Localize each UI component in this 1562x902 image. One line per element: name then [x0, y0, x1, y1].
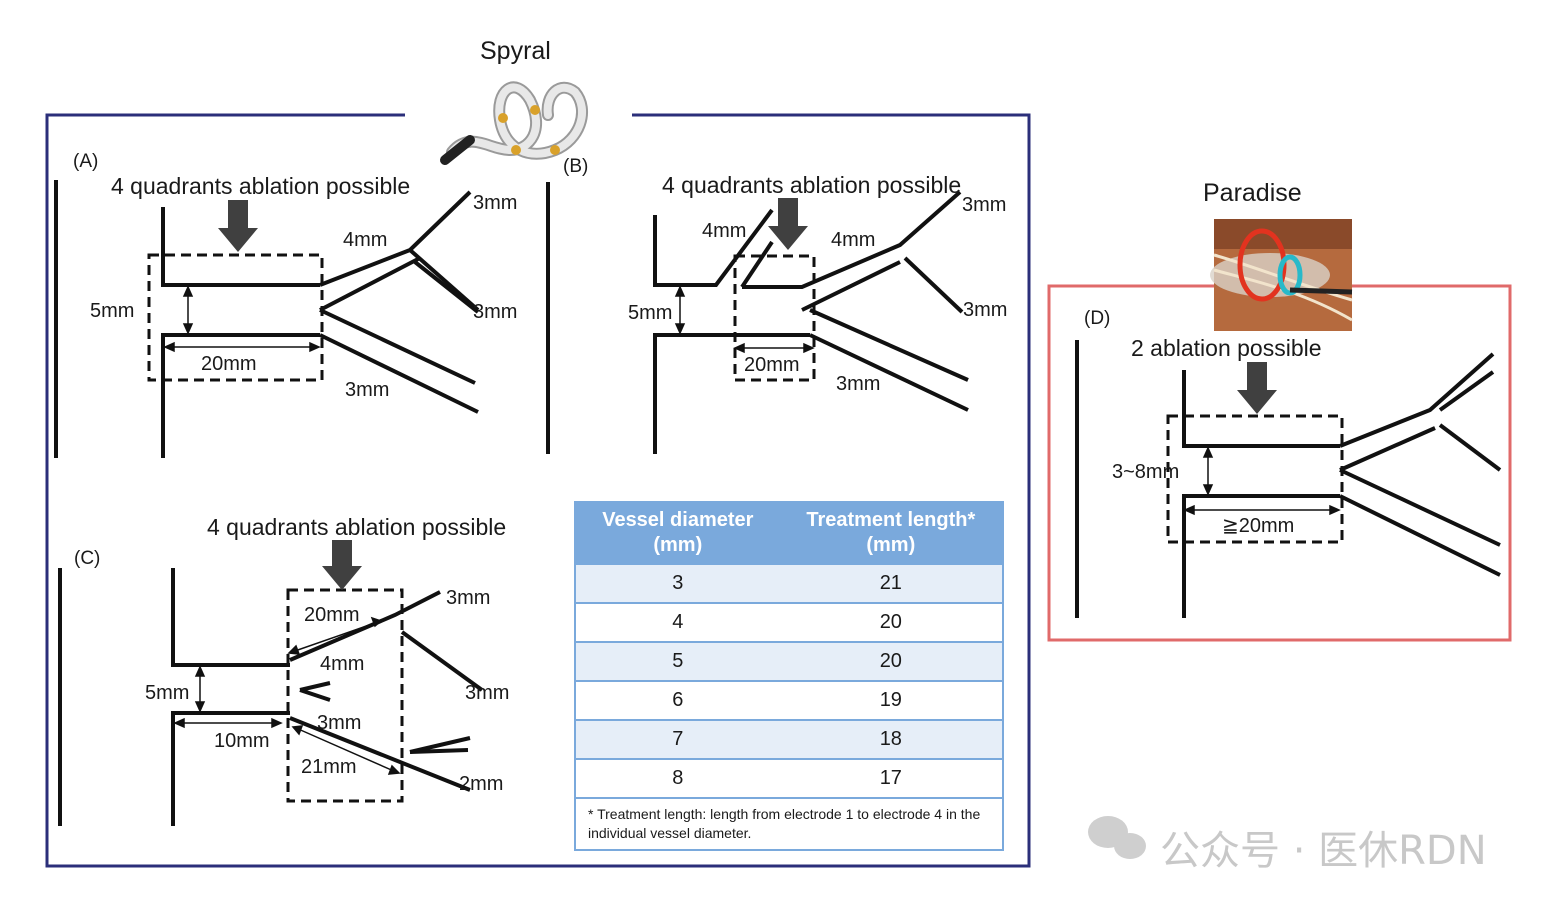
panel-d-label: (D) [1084, 308, 1111, 329]
table-cell: 8 [575, 759, 780, 799]
panel-d-arrow [1237, 362, 1277, 414]
panel-a-branches [413, 260, 480, 314]
table-cell: 19 [779, 681, 1003, 721]
panel-a-dim-branch-3mm-mid: 3mm [473, 301, 518, 323]
panel-b-dim-branch-3mm-mid: 3mm [963, 299, 1008, 321]
table-cell: 3 [575, 565, 780, 604]
panel-c-arrow [322, 540, 362, 590]
panel-a-label: (A) [73, 151, 99, 172]
panel-a-dim-length: 20mm [201, 353, 257, 375]
panel-a-dimension-arrows [163, 285, 321, 353]
panel-c-ablation-zone [286, 588, 404, 803]
panel-a-arrow [218, 200, 258, 252]
panel-b-label: (B) [563, 156, 589, 177]
table-footnote: * Treatment length: length from electrod… [574, 798, 1004, 851]
table-header-row: Vessel diameter (mm) Treatment length* (… [575, 501, 1003, 565]
panel-b-heading: 4 quadrants ablation possible [662, 172, 962, 198]
table-cell: 4 [575, 603, 780, 643]
panel-d-dim-length: ≧20mm [1222, 515, 1295, 537]
panel-a-ablation-zone [147, 253, 324, 382]
panel-b-diagram [546, 182, 969, 454]
table-cell: 18 [779, 720, 1003, 760]
panel-c-heading: 4 quadrants ablation possible [207, 514, 507, 540]
table-cell: 17 [779, 759, 1003, 799]
table-cell: 21 [779, 565, 1003, 604]
panel-b-dim-branch-3mm-top: 3mm [962, 194, 1007, 216]
spyral-frame [45, 113, 1031, 868]
panel-c-diagram [58, 568, 484, 826]
table-cell: 20 [779, 603, 1003, 643]
panel-d-diagram [1075, 340, 1502, 618]
panel-c-dim-20mm: 20mm [304, 604, 360, 626]
panel-c-label: (C) [74, 548, 101, 569]
panel-c-dim-3mm-inner: 3mm [317, 712, 362, 734]
panel-b-ablation-zone [733, 254, 816, 382]
panel-b-arrow [768, 198, 808, 250]
panel-a-dim-diameter: 5mm [90, 300, 135, 322]
paradise-title: Paradise [1203, 179, 1302, 207]
table-header-treatment-length: Treatment length* (mm) [779, 501, 1003, 565]
table-cell: 20 [779, 642, 1003, 682]
panel-b-dimension-arrows [674, 285, 815, 354]
panel-d-dimension-arrows [1183, 446, 1341, 516]
paradise-balloon-image [1210, 219, 1353, 331]
panel-c-dim-3mm-mid: 3mm [465, 682, 510, 704]
panel-c-dim-10mm: 10mm [214, 730, 270, 752]
panel-a-dim-branch-3mm-low: 3mm [345, 379, 390, 401]
table-cell: 7 [575, 720, 780, 760]
watermark: 公众号 · 医休RDN [1160, 828, 1487, 874]
panel-c-dim-21mm: 21mm [301, 756, 357, 778]
wechat-icon [1088, 816, 1146, 859]
panel-c-dim-4mm: 4mm [320, 653, 365, 675]
panel-a-diagram [54, 180, 480, 458]
panel-d-heading: 2 ablation possible [1131, 335, 1322, 361]
panel-c-dim-2mm: 2mm [459, 773, 504, 795]
panel-d-dim-diameter: 3~8mm [1112, 461, 1180, 483]
spyral-catheter-image [440, 81, 589, 165]
panel-d-ablation-zone [1166, 414, 1344, 544]
panel-b-dim-diameter: 5mm [628, 302, 673, 324]
panel-b-dim-side-4mm: 4mm [702, 220, 747, 242]
table-cell: 5 [575, 642, 780, 682]
spyral-title: Spyral [480, 37, 551, 65]
panel-a-heading: 4 quadrants ablation possible [111, 173, 411, 199]
panel-c-dim-3mm-top: 3mm [446, 587, 491, 609]
table-header-vessel-diameter: Vessel diameter (mm) [575, 501, 780, 565]
panel-c-dimension-arrows [173, 616, 401, 775]
panel-b-dim-branch-4mm: 4mm [831, 229, 876, 251]
panel-b-dim-length: 20mm [744, 354, 800, 376]
table-footnote-row: * Treatment length: length from electrod… [574, 798, 1004, 851]
panel-a-dim-branch-4mm: 4mm [343, 229, 388, 251]
panel-c-dim-diameter: 5mm [145, 682, 190, 704]
table-cell: 6 [575, 681, 780, 721]
panel-a-dim-branch-3mm-top: 3mm [473, 192, 518, 214]
panel-b-dim-branch-3mm-low: 3mm [836, 373, 881, 395]
treatment-length-table: Vessel diameter (mm) Treatment length* (… [574, 501, 1004, 851]
